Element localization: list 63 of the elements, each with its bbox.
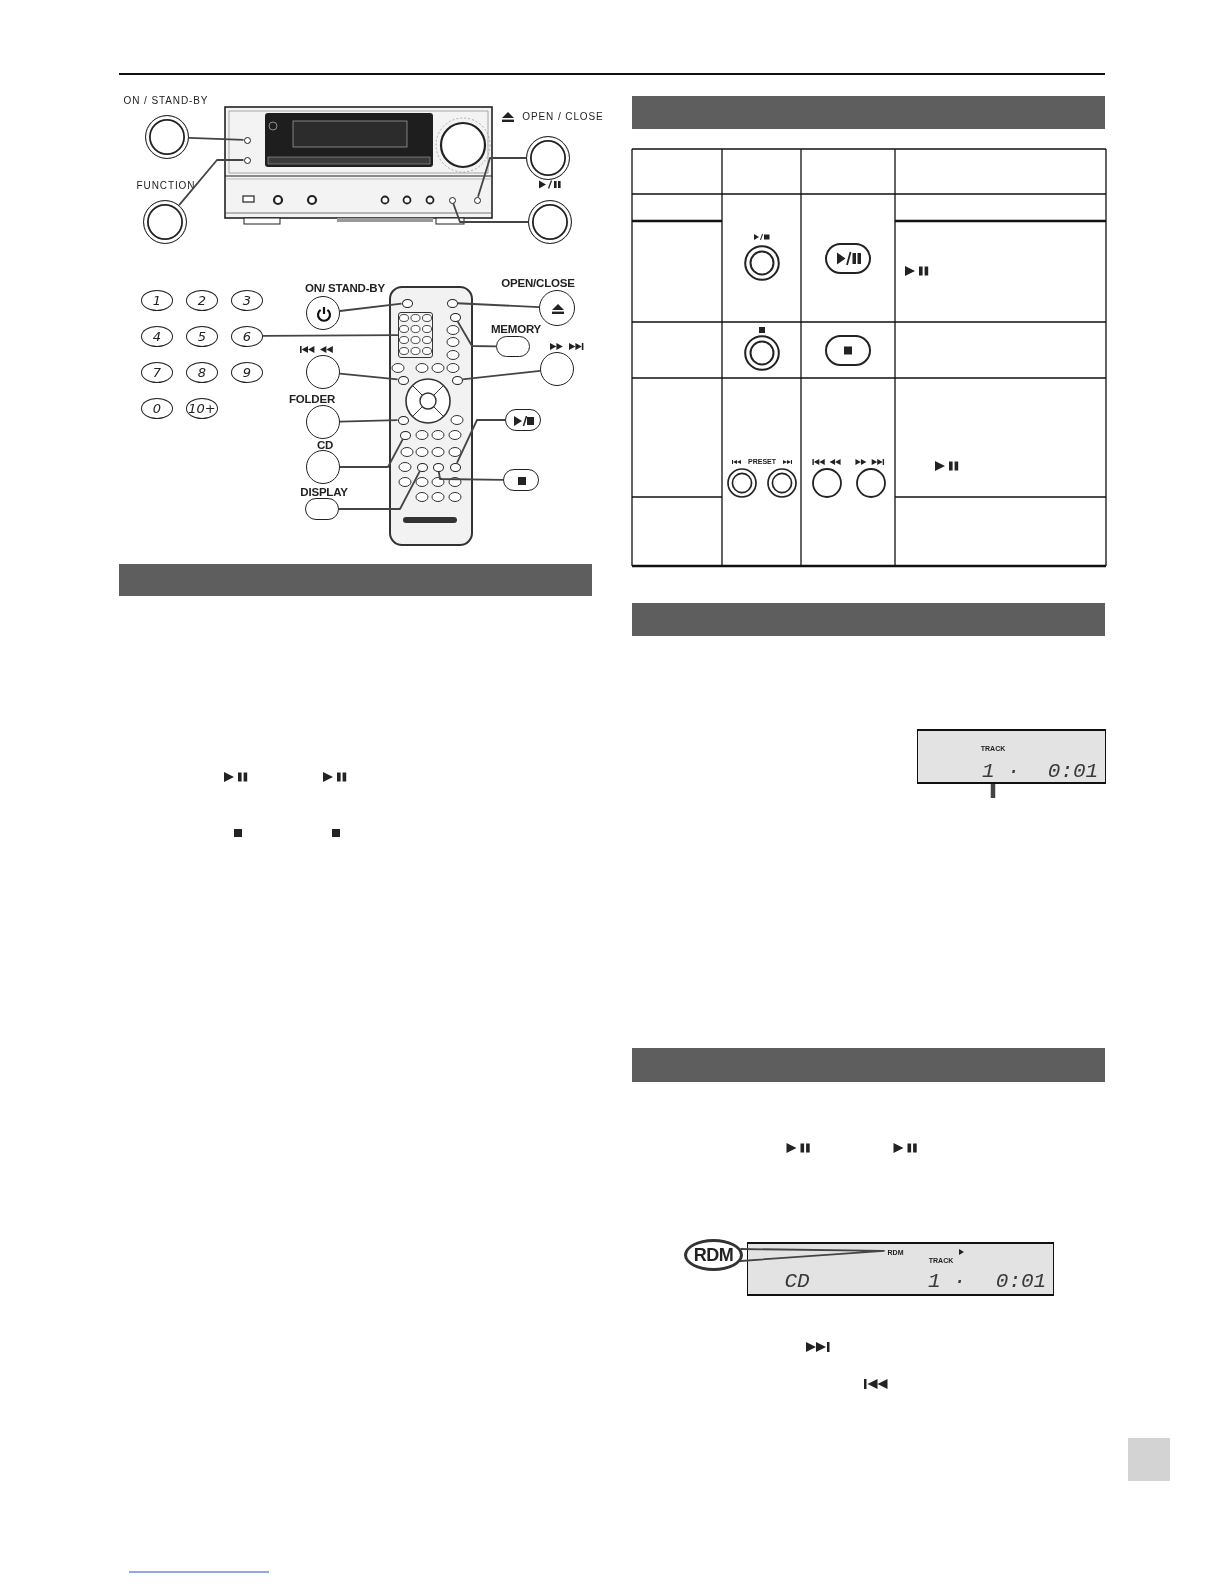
lcd-digits: CD — [784, 1271, 810, 1293]
lcd-display — [747, 1242, 1054, 1296]
leader-line — [188, 136, 245, 141]
button-label: FUNCTION — [136, 180, 196, 192]
leader-line — [477, 157, 527, 198]
button-label: OPEN/CLOSE — [501, 277, 575, 289]
panel-button — [243, 156, 251, 164]
button-label: CD — [316, 439, 334, 451]
number-key: 9 — [231, 361, 263, 383]
oval-button — [505, 409, 541, 431]
lcd-display — [917, 729, 1106, 784]
number-key: 7 — [141, 361, 173, 383]
lcd-digits: 1 · — [982, 761, 1020, 783]
number-key: 0 — [141, 397, 173, 419]
leader-line — [339, 372, 399, 381]
number-pad — [398, 312, 433, 358]
button-label: FOLDER — [288, 393, 336, 405]
number-key: 4 — [141, 325, 173, 347]
leader-line — [262, 334, 399, 337]
remote-key — [399, 430, 411, 440]
remote-key — [416, 462, 428, 472]
leader-line — [456, 419, 506, 464]
button-label: DISPLAY — [300, 486, 348, 498]
remote-key — [449, 462, 461, 472]
panel-button — [243, 136, 251, 144]
button-label: MEMORY — [490, 323, 542, 335]
leader-line — [339, 438, 404, 468]
number-key: 10+ — [186, 397, 218, 419]
remote-key — [401, 298, 413, 308]
leader-line — [339, 419, 399, 423]
number-key: 1 — [141, 289, 173, 311]
leader-line — [339, 302, 403, 312]
remote-key — [397, 375, 409, 385]
number-key: 8 — [186, 361, 218, 383]
lcd-digits: 0:01 — [1047, 761, 1099, 783]
round-button — [306, 355, 340, 389]
button-label: OPEN / CLOSE — [522, 111, 604, 123]
number-key: 3 — [231, 289, 263, 311]
leader-line — [452, 202, 529, 223]
leader-line — [739, 1248, 885, 1262]
number-key: 2 — [186, 289, 218, 311]
leader-line — [437, 470, 504, 481]
button-label: ON / STAND-BY — [123, 95, 209, 107]
remote-key — [449, 312, 461, 322]
panel-button — [448, 196, 456, 204]
remote-key — [446, 298, 458, 308]
leader-line — [178, 159, 245, 207]
callout-bubble: RDM — [684, 1239, 743, 1271]
lcd-digits: 0:01 — [995, 1271, 1047, 1293]
remote-key — [432, 462, 444, 472]
leader-line — [461, 369, 541, 381]
round-button — [528, 200, 572, 244]
panel-button — [473, 196, 481, 204]
round-button — [540, 352, 574, 386]
number-key: 5 — [186, 325, 218, 347]
lcd-digits: 1 · — [928, 1271, 966, 1293]
remote-key — [451, 375, 463, 385]
button-label: ON/ STAND-BY — [305, 282, 385, 294]
leader-line — [456, 320, 497, 348]
remote-key — [397, 415, 409, 425]
leader-line — [338, 470, 421, 510]
oval-button — [503, 469, 539, 491]
number-key: 6 — [231, 325, 263, 347]
